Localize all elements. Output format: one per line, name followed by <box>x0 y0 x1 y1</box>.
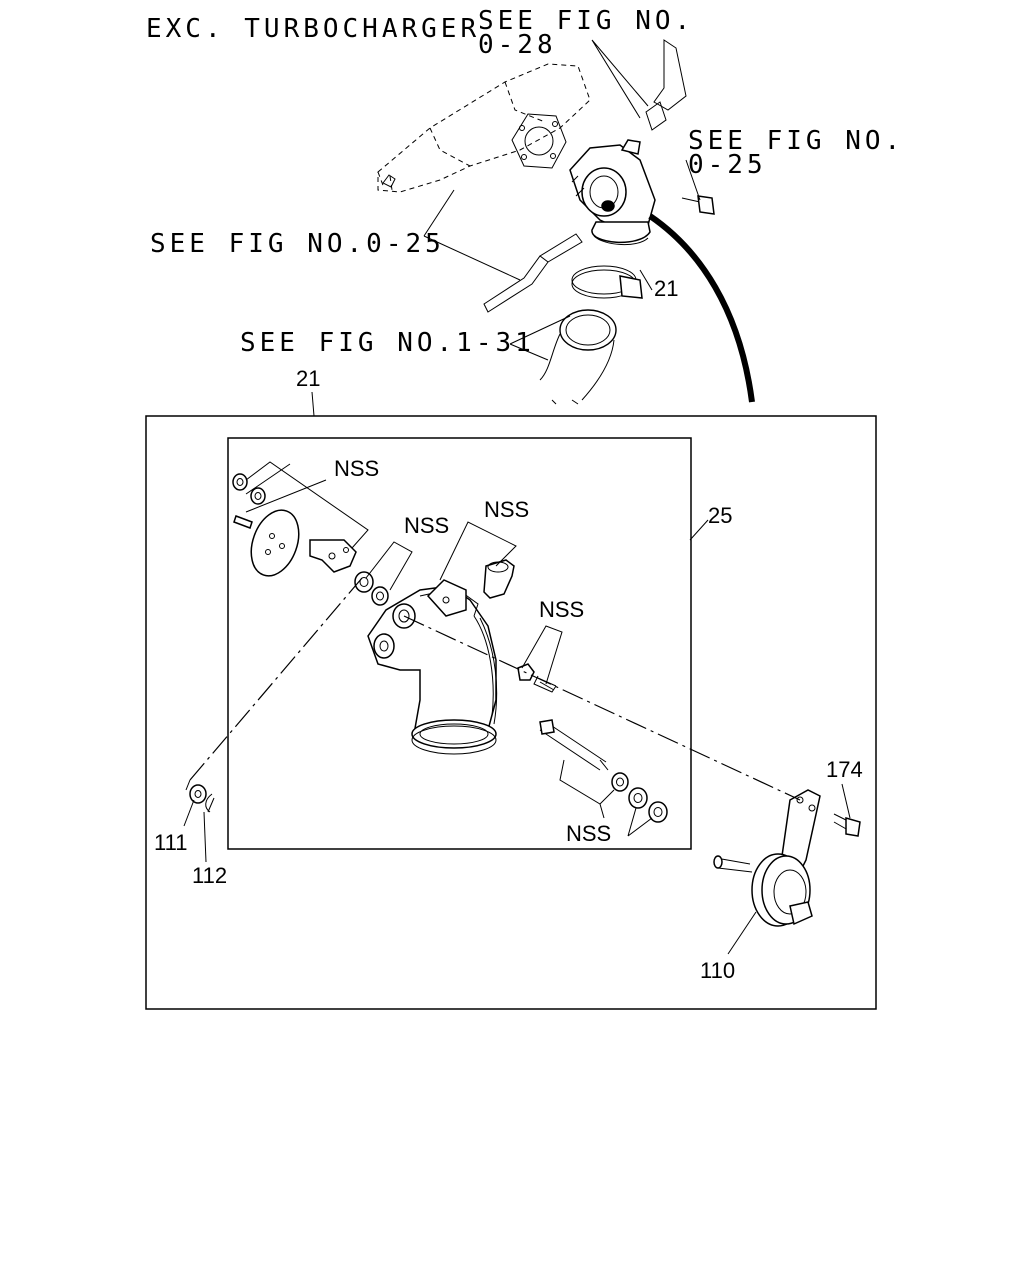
egr-valve-assembly <box>569 139 656 245</box>
top-leader-lines <box>311 39 701 417</box>
intake-pipe <box>539 309 617 405</box>
bolt-right-top <box>681 195 715 215</box>
callout-110[interactable]: 110 <box>700 958 736 983</box>
shaft-washers <box>354 571 389 606</box>
callout-25[interactable]: 25 <box>708 503 733 528</box>
spindle-washers <box>611 772 668 823</box>
callout-174[interactable]: 174 <box>826 757 863 782</box>
manifold-gasket <box>511 113 567 169</box>
ref-fig-1-31[interactable]: SEE FIG NO.1-31 <box>240 328 535 358</box>
callout-nss-1[interactable]: NSS <box>334 456 380 481</box>
callout-nss-2[interactable]: NSS <box>404 513 450 538</box>
lever-arm <box>309 539 357 573</box>
callout-nss-4[interactable]: NSS <box>539 597 585 622</box>
ref-fig-0-28-line1[interactable]: SEE FIG NO. <box>478 6 695 36</box>
hose-to-fig-0-28 <box>645 39 687 131</box>
callout-nss-3[interactable]: NSS <box>484 497 530 522</box>
ref-fig-0-25-top-line1[interactable]: SEE FIG NO. <box>688 126 905 156</box>
ref-fig-0-25-top-line2[interactable]: 0-25 <box>688 150 767 180</box>
throttle-plate <box>250 509 300 577</box>
washer-111-clip-112 <box>189 784 215 813</box>
callout-nss-5[interactable]: NSS <box>566 821 612 846</box>
throttle-shaft-bushing <box>483 559 515 599</box>
outer-frame <box>145 415 877 1010</box>
throttle-spindle <box>539 719 609 771</box>
throttle-body <box>367 579 498 755</box>
inner-frame <box>227 437 692 850</box>
vacuum-actuator-110 <box>713 789 821 927</box>
egr-pipe-left <box>483 233 583 313</box>
callout-21-top[interactable]: 21 <box>654 276 679 301</box>
alignment-centerlines <box>189 577 801 801</box>
box-leader-lines <box>183 461 851 955</box>
diagram-title: EXC. TURBOCHARGER <box>146 14 481 44</box>
vacuum-hose <box>648 213 755 403</box>
ref-fig-0-28-line2[interactable]: 0-28 <box>478 30 557 60</box>
plate-fasteners <box>232 473 266 529</box>
ref-fig-0-25-left[interactable]: SEE FIG NO.0-25 <box>150 229 445 259</box>
callout-112[interactable]: 112 <box>192 863 228 888</box>
hose-clamp <box>571 265 643 299</box>
callout-21-box[interactable]: 21 <box>296 366 321 391</box>
intake-manifold <box>377 63 591 193</box>
bolt-174 <box>833 813 861 837</box>
callout-111[interactable]: 111 <box>154 830 188 855</box>
